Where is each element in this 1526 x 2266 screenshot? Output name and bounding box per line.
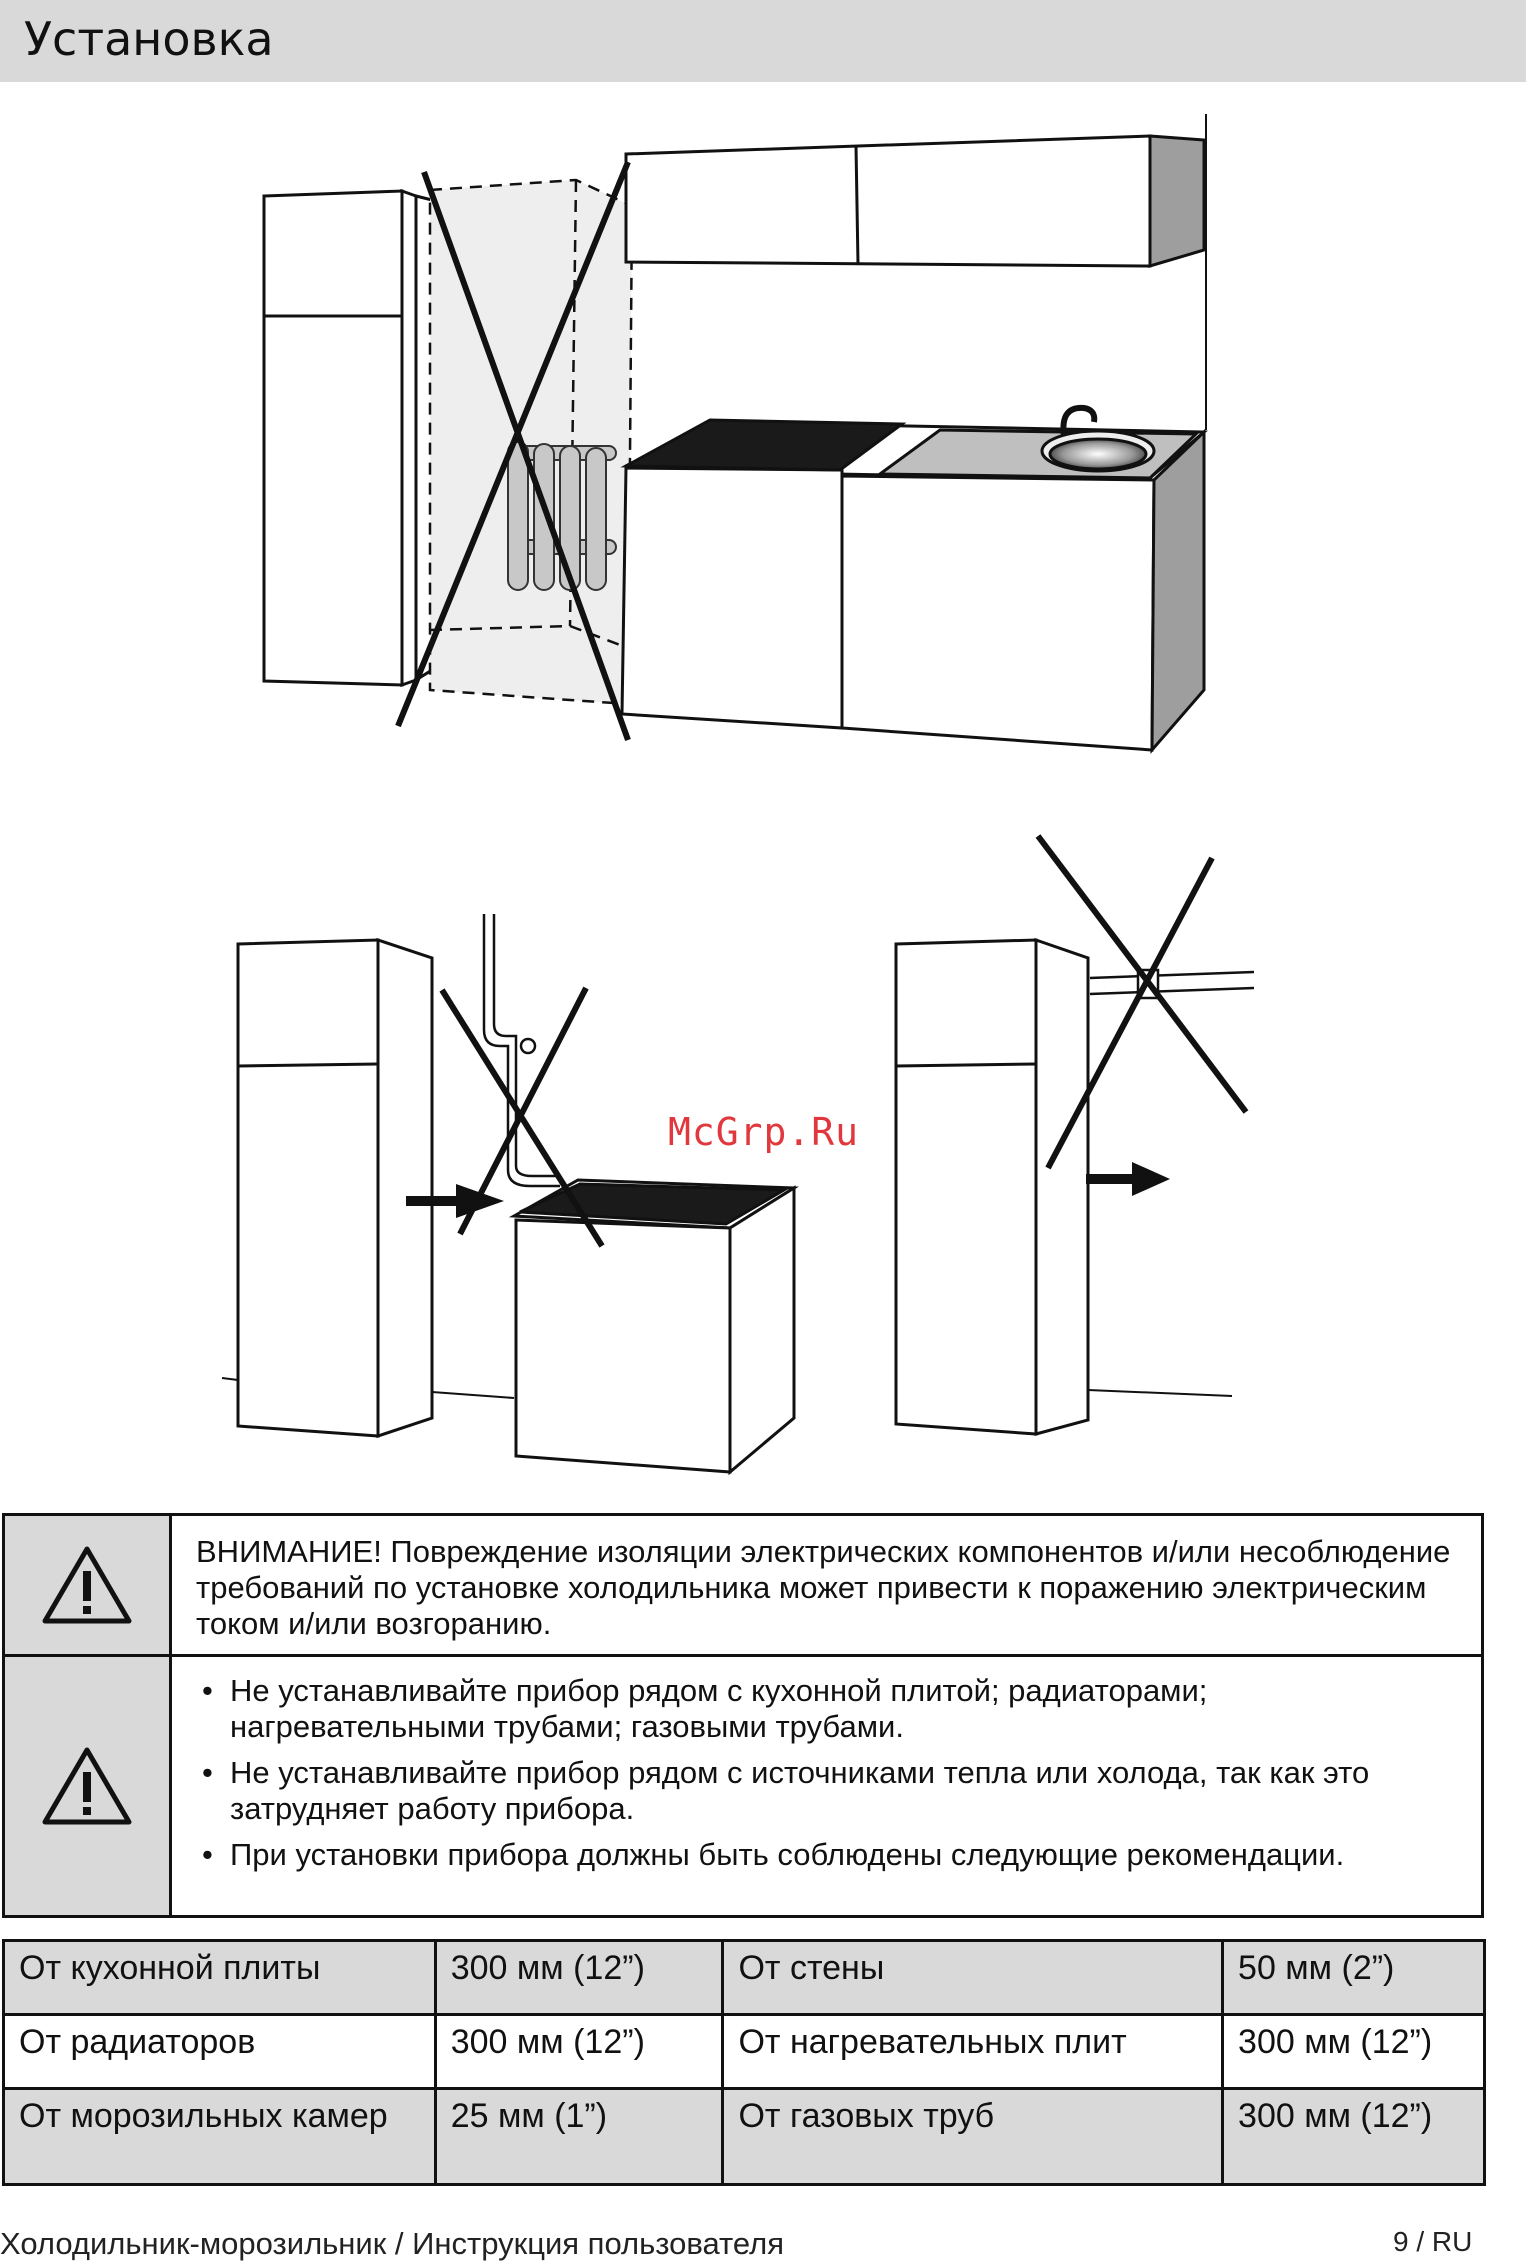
table-cell: От стены <box>721 1939 1225 2016</box>
warning-box: ВНИМАНИЕ! Повреждение изоляции электриче… <box>2 1513 1484 1918</box>
warning-icon-cell <box>5 1516 172 1654</box>
table-row: От кухонной плиты 300 мм (12”) От стены … <box>2 1939 1486 2016</box>
table-cell: 300 мм (12”) <box>1221 2013 1486 2090</box>
watermark: McGrp.Ru <box>668 1110 860 1154</box>
caution-list-cell: Не устанавливайте прибор рядом с кухонно… <box>172 1657 1481 1915</box>
table-cell: От радиаторов <box>2 2013 437 2090</box>
list-item: Не устанавливайте прибор рядом с кухонно… <box>196 1673 1461 1745</box>
table-cell: От кухонной плиты <box>2 1939 437 2016</box>
installation-illustration <box>221 114 1255 1476</box>
footer-title: Холодильник-морозильник / Инструкция пол… <box>0 2226 784 2261</box>
cross-mark-icon <box>439 986 605 1248</box>
warning-text: ВНИМАНИЕ! Повреждение изоляции электриче… <box>196 1534 1451 1641</box>
kitchen-counter <box>620 404 1208 755</box>
stove-unit <box>508 1178 799 1476</box>
fridge-bottom-right <box>894 937 1233 1436</box>
warning-triangle-icon <box>42 1546 132 1624</box>
caution-row: Не устанавливайте прибор рядом с кухонно… <box>5 1657 1481 1915</box>
table-cell: 25 мм (1”) <box>433 2087 725 2186</box>
gas-pipe <box>482 914 560 1188</box>
table-cell: 50 мм (2”) <box>1221 1939 1486 2016</box>
table-cell: От морозильных камер <box>2 2087 437 2186</box>
arrow-right-icon <box>1086 1162 1170 1196</box>
page-title: Установка <box>24 12 274 66</box>
radiator-niche <box>428 178 634 706</box>
caution-list: Не устанавливайте прибор рядом с кухонно… <box>196 1673 1461 1873</box>
wall-cabinets <box>624 114 1207 430</box>
list-item: Не устанавливайте прибор рядом с источни… <box>196 1755 1461 1827</box>
cross-mark-icon <box>1035 834 1249 1170</box>
table-cell: 300 мм (12”) <box>1221 2087 1486 2186</box>
table-cell: От нагревательных плит <box>721 2013 1225 2090</box>
warning-triangle-icon <box>42 1747 132 1825</box>
heating-pipe <box>1089 968 1255 1000</box>
header-bar <box>0 0 1526 82</box>
radiator <box>507 441 617 591</box>
caution-icon-cell <box>5 1657 172 1915</box>
table-cell: От газовых труб <box>721 2087 1225 2186</box>
cross-mark-icon <box>395 160 631 742</box>
distance-table: От кухонной плиты 300 мм (12”) От стены … <box>2 1939 1486 2186</box>
page-number: 9 / RU <box>1393 2226 1473 2257</box>
fridge-bottom-left <box>221 937 515 1439</box>
table-row: От радиаторов 300 мм (12”) От нагревател… <box>2 2013 1486 2090</box>
table-row: От морозильных камер 25 мм (1”) От газов… <box>2 2087 1486 2186</box>
table-cell: 300 мм (12”) <box>433 1939 725 2016</box>
warning-row: ВНИМАНИЕ! Повреждение изоляции электриче… <box>5 1516 1481 1657</box>
table-cell: 300 мм (12”) <box>433 2013 725 2090</box>
list-item: При установки прибора должны быть соблюд… <box>196 1837 1461 1873</box>
